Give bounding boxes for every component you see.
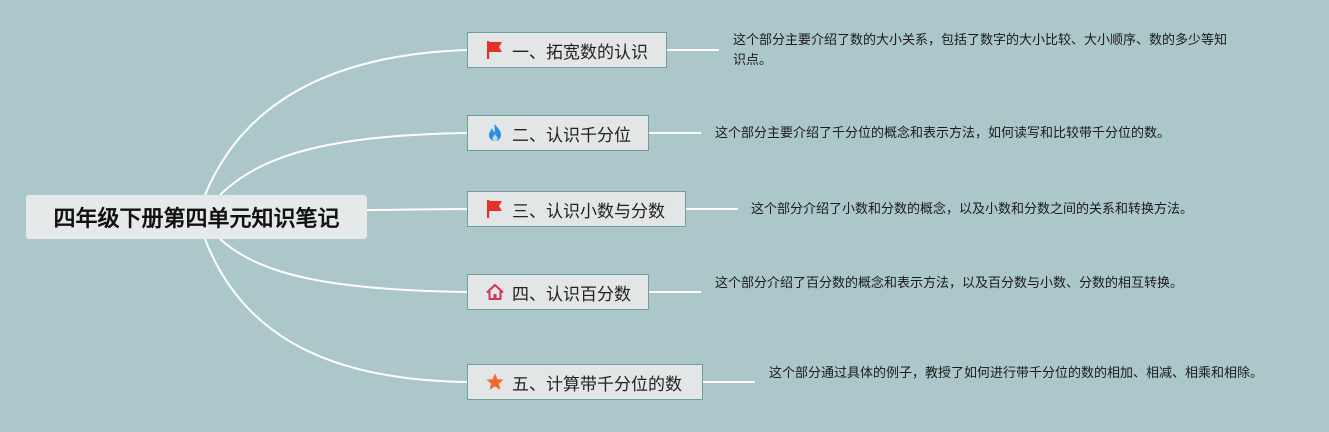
branch-topic-3[interactable]: 三、认识小数与分数 xyxy=(467,191,686,227)
branch-label: 四、认识百分数 xyxy=(512,284,631,305)
branch-topic-5[interactable]: 五、计算带千分位的数 xyxy=(467,364,703,400)
branch-topic-4[interactable]: 四、认识百分数 xyxy=(467,274,649,310)
connector-5 xyxy=(204,238,468,383)
branch-label: 一、拓宽数的认识 xyxy=(512,42,648,63)
branch-label: 三、认识小数与分数 xyxy=(512,201,665,222)
branch-note-4: 这个部分介绍了百分数的概念和表示方法，以及百分数与小数、分数的相互转换。 xyxy=(715,276,1184,291)
connector-1 xyxy=(204,49,468,196)
connector-2 xyxy=(219,132,468,196)
branch-label: 五、计算带千分位的数 xyxy=(512,374,682,395)
root-topic[interactable]: 四年级下册第四单元知识笔记 xyxy=(26,195,367,239)
branch-topic-1[interactable]: 一、拓宽数的认识 xyxy=(467,32,667,68)
branch-note-1: 这个部分主要介绍了数的大小关系，包括了数字的大小比较、大小顺序、数的多少等知识点… xyxy=(733,33,1228,68)
blue-flame-icon xyxy=(484,122,506,144)
house-icon xyxy=(484,281,506,303)
red-flag-icon xyxy=(484,39,506,61)
branch-label: 二、认识千分位 xyxy=(512,125,631,146)
orange-star-icon xyxy=(484,371,506,393)
connector-4 xyxy=(219,238,468,293)
branch-note-2: 这个部分主要介绍了千分位的概念和表示方法，如何读写和比较带千分位的数。 xyxy=(715,126,1171,141)
branch-note-3: 这个部分介绍了小数和分数的概念，以及小数和分数之间的关系和转换方法。 xyxy=(751,202,1194,217)
branch-note-5: 这个部分通过具体的例子，教授了如何进行带千分位的数的相加、相减、相乘和相除。 xyxy=(769,366,1264,381)
connector-3 xyxy=(366,208,468,211)
branch-topic-2[interactable]: 二、认识千分位 xyxy=(467,115,649,151)
red-flag-icon xyxy=(484,198,506,220)
